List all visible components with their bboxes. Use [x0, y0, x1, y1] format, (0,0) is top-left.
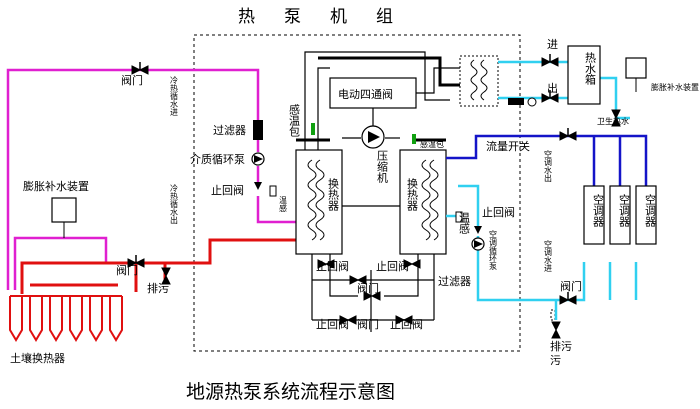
check-valve-label-3: 止回阀 [316, 317, 349, 331]
ground-heat-exchanger-probes [9, 296, 123, 342]
ac-water-in-label: 空调水进 [544, 239, 553, 273]
drain-label-left: 排污 [147, 281, 169, 295]
filter-label: 过滤器 [213, 124, 246, 137]
ac-water-out-label: 空调水出 [544, 149, 553, 183]
ground-exchanger-label: 土壤换热器 [10, 351, 65, 365]
medium-pump-label: 介质循环泵 [190, 153, 245, 166]
cyan-water-pipe [446, 60, 638, 320]
compressor-label: 压缩机 [376, 150, 389, 183]
filter-right-icon [508, 98, 524, 105]
hot-water-tank [567, 45, 601, 105]
unit-title: 热 泵 机 组 [238, 7, 399, 27]
cold-water-out-label: 冷热循水出 [170, 183, 179, 225]
temp-sense-label: 温感 [458, 212, 471, 234]
ac-unit-label-2: 空调器 [618, 193, 631, 228]
heat-exchanger-label-right: 换热器 [406, 177, 419, 212]
sanitary-hot-water-label: 卫生热水 [597, 116, 629, 126]
heat-exchanger-label-left: 换热器 [327, 177, 340, 212]
valve-label-right-bottom: 阀门 [560, 279, 582, 293]
left-expansion-box [51, 197, 77, 223]
check-valve-label-left: 止回阀 [211, 183, 244, 197]
check-valve-label-right: 止回阀 [482, 205, 515, 219]
temp-bulb-label: 感温包 [288, 104, 301, 137]
temp-bulb-right-label: 感温包 [420, 139, 444, 149]
refrigerant-circuit [295, 51, 460, 332]
inlet-label: 进 [547, 38, 558, 51]
right-expansion-box [625, 57, 647, 79]
hot-water-exchanger [459, 55, 499, 107]
ac-unit-2 [609, 185, 631, 245]
cold-water-in-label: 冷热循水进 [170, 75, 179, 117]
ac-pump-label: 空调循环泵 [489, 229, 498, 270]
heat-pump-unit-boundary [193, 34, 521, 352]
check-valve-icon [254, 182, 262, 190]
temp-bulb-left-icon [311, 123, 315, 135]
hot-water-tank-label: 热水箱 [584, 52, 597, 86]
check-valve-label-1: 止回阀 [316, 259, 349, 273]
expansion-label-right: 膨胀补水装置 [651, 82, 699, 92]
ac-unit-1 [583, 185, 605, 245]
temp-small-label: 温感 [279, 196, 288, 212]
four-way-valve-label: 电动四通阀 [338, 87, 393, 101]
diagram-caption: 地源热泵系统流程示意图 [186, 381, 395, 403]
temp-bulb-right-icon [412, 134, 416, 144]
valve-label-bottom: 阀门 [357, 317, 379, 331]
check-valve-label-2: 止回阀 [376, 259, 409, 273]
valve-label-mid: 阀门 [357, 281, 379, 295]
ac-unit-label-3: 空调器 [644, 193, 657, 228]
ac-unit-label-1: 空调器 [592, 193, 605, 228]
check-valve-label-4: 止回阀 [390, 317, 423, 331]
drain-label-right: 排污 [550, 339, 572, 353]
drain-label-right-2: 污 [550, 354, 561, 367]
valve-label-top-left: 阀门 [121, 73, 143, 87]
filter-icon [253, 120, 263, 140]
outlet-label: 出 [547, 81, 558, 95]
heat-exchanger-coil-icon [307, 159, 439, 241]
expansion-label-left: 膨胀补水装置 [23, 179, 89, 193]
ground-loop-return-pipe [20, 238, 296, 294]
ac-supply-pipe [446, 134, 648, 186]
filter-label-right: 过滤器 [438, 275, 471, 288]
valve-icon [127, 57, 621, 339]
ac-unit-3 [635, 185, 657, 245]
flow-switch-label: 流量开关 [486, 139, 530, 153]
valve-label-bottom-left: 阀门 [116, 263, 138, 277]
